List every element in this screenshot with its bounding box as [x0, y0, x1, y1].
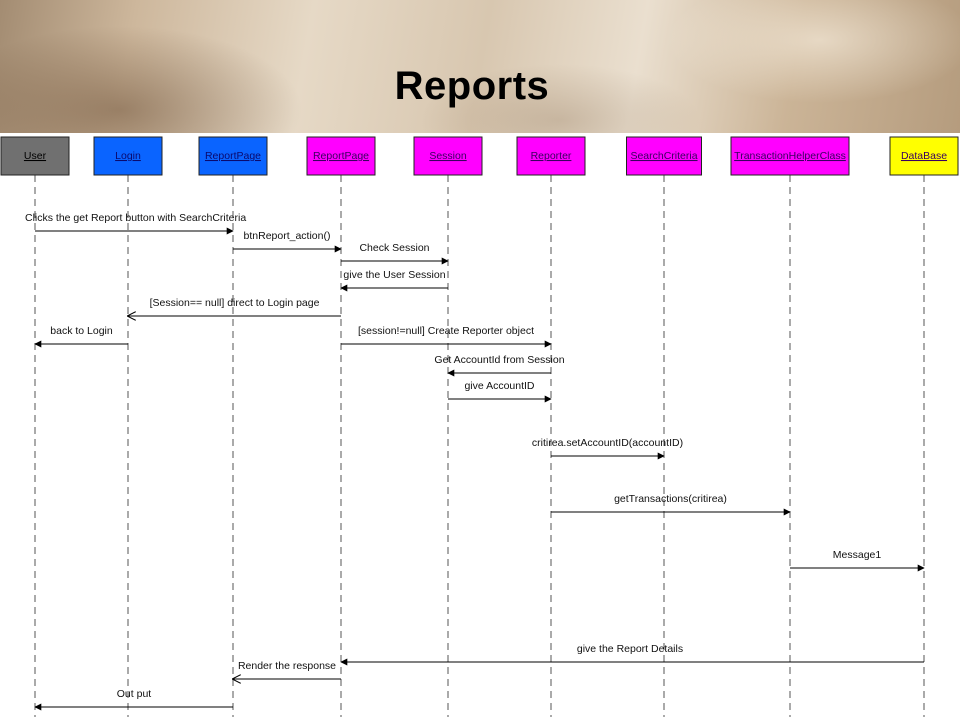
- message-8: give AccountID: [448, 380, 552, 403]
- message-12: give the Report Details: [340, 643, 924, 666]
- message-label: [session!=null] Create Reporter object: [358, 325, 534, 337]
- lifeline-1: Login: [93, 136, 163, 717]
- lifeline-name: ReportPage: [205, 150, 261, 162]
- lifeline-name: Session: [429, 150, 467, 162]
- lifeline-box: [889, 136, 959, 176]
- message-1: btnReport_action(): [233, 230, 342, 253]
- message-10: getTransactions(critirea): [551, 493, 791, 516]
- lifeline-name: Reporter: [531, 150, 572, 162]
- message-label: Get AccountId from Session: [434, 354, 564, 366]
- lifeline-box: [0, 136, 70, 176]
- page-title: Reports: [394, 64, 550, 108]
- lifeline-name: SearchCriteria: [630, 150, 697, 162]
- lifeline-3: ReportPage: [306, 136, 376, 717]
- message-3: give the User Session: [340, 269, 448, 292]
- message-13: Render the response: [233, 660, 341, 679]
- message-label: Clicks the get Report button with Search…: [25, 212, 246, 224]
- lifeline-5: Reporter: [516, 136, 586, 717]
- header-photo-shading: [0, 0, 960, 133]
- lifeline-box: [93, 136, 163, 176]
- message-6: back to Login: [34, 325, 128, 348]
- lifeline-box: [626, 136, 702, 176]
- lifeline-6: SearchCriteria: [626, 136, 702, 717]
- message-2: Check Session: [341, 242, 449, 265]
- lifeline-name: ReportPage: [313, 150, 369, 162]
- message-label: getTransactions(critirea): [614, 493, 727, 505]
- message-label: critirea.setAccountID(accountID): [532, 437, 683, 449]
- lifeline-box: [516, 136, 586, 176]
- message-label: back to Login: [50, 325, 113, 337]
- message-label: Check Session: [359, 242, 429, 254]
- message-label: [Session== null] direct to Login page: [150, 297, 320, 309]
- lifeline-name: DataBase: [901, 150, 947, 162]
- lifeline-box: [306, 136, 376, 176]
- lifeline-box: [413, 136, 483, 176]
- lifeline-0: User: [0, 136, 70, 717]
- message-0: Clicks the get Report button with Search…: [25, 212, 246, 235]
- message-label: btnReport_action(): [244, 230, 331, 242]
- lifeline-4: Session: [413, 136, 483, 717]
- message-label: give the Report Details: [577, 643, 683, 655]
- message-label: give AccountID: [464, 380, 534, 392]
- lifeline-name: User: [24, 150, 47, 162]
- message-label: give the User Session: [343, 269, 445, 281]
- lifeline-8: DataBase: [889, 136, 959, 717]
- message-4: [Session== null] direct to Login page: [128, 297, 341, 316]
- lifeline-7: TransactionHelperClass: [730, 136, 850, 717]
- message-label: Out put: [117, 688, 152, 700]
- message-9: critirea.setAccountID(accountID): [532, 437, 683, 460]
- lifeline-2: ReportPage: [198, 136, 268, 717]
- message-5: [session!=null] Create Reporter object: [341, 325, 552, 348]
- message-7: Get AccountId from Session: [434, 354, 565, 377]
- lifeline-box: [730, 136, 850, 176]
- lifeline-name: TransactionHelperClass: [734, 150, 846, 162]
- lifeline-name: Login: [115, 150, 141, 162]
- lifeline-box: [198, 136, 268, 176]
- message-label: Render the response: [238, 660, 336, 672]
- message-11: Message1: [790, 549, 925, 572]
- message-label: Message1: [833, 549, 882, 561]
- message-14: Out put: [34, 688, 233, 711]
